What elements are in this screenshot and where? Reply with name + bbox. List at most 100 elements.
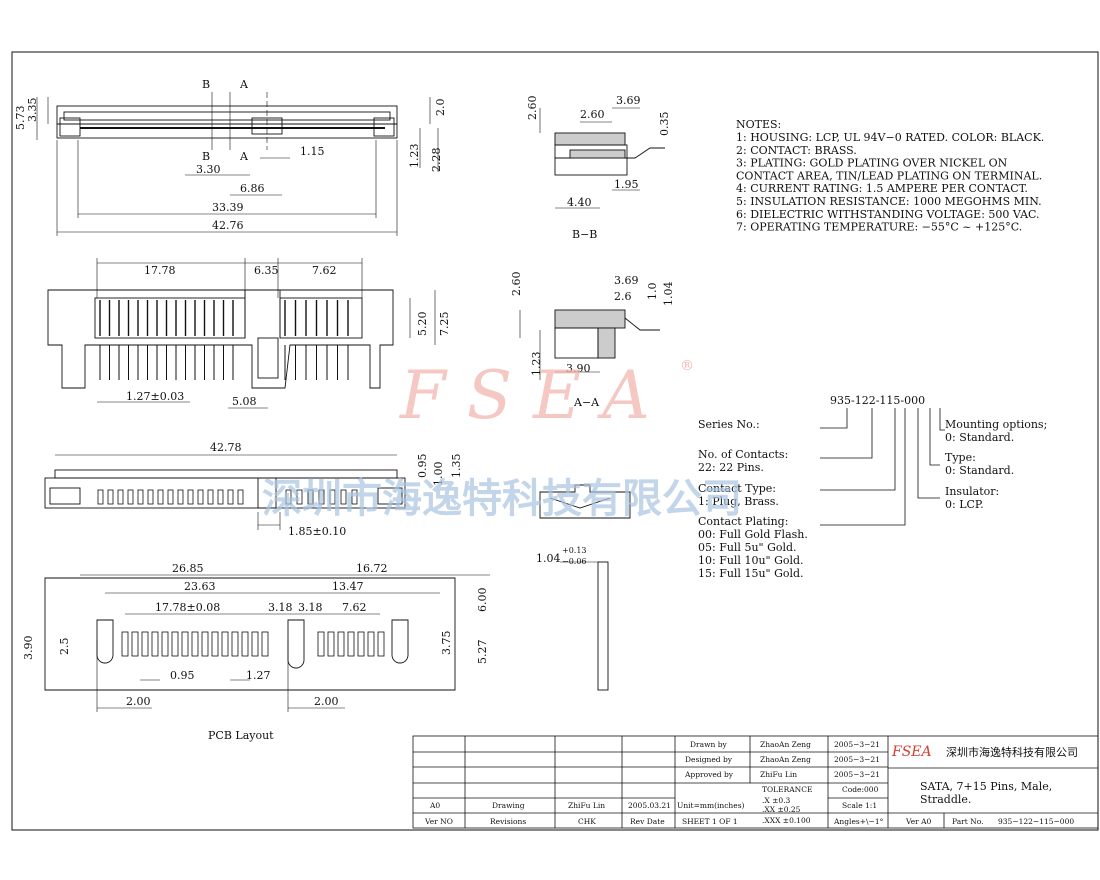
section-b-bottom: B bbox=[202, 150, 210, 163]
dim-bottom-100: 1.00 bbox=[432, 462, 445, 487]
dim-top-573: 5.73 bbox=[14, 106, 27, 131]
pcb-pad bbox=[347, 631, 355, 657]
dim-pcb-527: 5.27 bbox=[476, 640, 489, 665]
watermark-reg: ® bbox=[680, 358, 694, 374]
tb-drawn-name: ZhaoAn Zeng bbox=[760, 740, 811, 749]
tb-drawn-date: 2005−3−21 bbox=[834, 740, 880, 749]
bottom-contact bbox=[237, 489, 244, 505]
tb-rev-a0: A0 bbox=[429, 801, 440, 810]
tb-company: 深圳市海逸特科技有限公司 bbox=[946, 745, 1078, 759]
tb-h-verno: Ver NO bbox=[424, 817, 453, 826]
notes-title: NOTES: bbox=[736, 118, 781, 131]
dim-top-335: 3.35 bbox=[26, 98, 39, 123]
pcb-pad bbox=[121, 631, 129, 657]
dim-aa-26: 2.6 bbox=[614, 290, 632, 303]
part-plating-1: 00: Full Gold Flash. bbox=[698, 528, 808, 541]
tb-tolerance-title: TOLERANCE bbox=[762, 785, 812, 794]
dim-top-330: 3.30 bbox=[196, 163, 221, 176]
pcb-pad bbox=[181, 631, 189, 657]
bottom-contact bbox=[296, 489, 303, 505]
part-contacts-l: No. of Contacts: bbox=[698, 448, 788, 461]
top-view bbox=[36, 92, 439, 236]
watermark-brand: F S E A bbox=[399, 357, 650, 434]
bottom-contact bbox=[167, 489, 174, 505]
dim-front-508: 5.08 bbox=[232, 395, 257, 408]
bottom-contact bbox=[227, 489, 234, 505]
dim-aa-104: 1.04 bbox=[662, 282, 675, 307]
bottom-contact bbox=[187, 489, 194, 505]
dim-pcb-127: 1.27 bbox=[246, 669, 271, 682]
dim-front-520: 5.20 bbox=[416, 312, 429, 337]
tb-part-label: Part No. bbox=[952, 817, 984, 826]
part-code: 935-122-115-000 bbox=[830, 394, 925, 407]
tb-code: Code:000 bbox=[842, 785, 879, 794]
dim-pcb-095: 0.95 bbox=[170, 669, 195, 682]
part-type-l: Type: bbox=[945, 451, 976, 464]
dim-pcb-2363: 23.63 bbox=[184, 580, 216, 593]
notes-list: 1: HOUSING: LCP, UL 94V−0 RATED. COLOR: … bbox=[736, 131, 1044, 234]
dim-aa-369: 3.69 bbox=[614, 274, 639, 287]
dim-aa-390: 3.90 bbox=[566, 362, 591, 375]
pcb-layout bbox=[44, 574, 490, 712]
tb-tolerance-3: .XXX ±0.100 bbox=[762, 816, 811, 825]
dim-pcb-200a: 2.00 bbox=[126, 695, 151, 708]
bottom-contact bbox=[127, 489, 134, 505]
section-aa-label: A−A bbox=[573, 396, 600, 409]
bottom-contact bbox=[351, 489, 358, 505]
dim-top-3339: 33.39 bbox=[212, 201, 244, 214]
tb-units: Unit=mm(inches) bbox=[677, 801, 745, 810]
tb-approved-date: 2005−3−21 bbox=[834, 770, 880, 779]
tb-rev-drawing: Drawing bbox=[492, 801, 525, 810]
dim-pcb-600: 6.00 bbox=[476, 588, 489, 613]
bottom-contact bbox=[117, 489, 124, 505]
tb-designed-date: 2005−3−21 bbox=[834, 755, 880, 764]
tb-designed-name: ZhaoAn Zeng bbox=[760, 755, 811, 764]
part-plating-2: 05: Full 5u" Gold. bbox=[698, 541, 797, 554]
tb-logo: FSEA bbox=[891, 744, 932, 760]
part-contacts-v: 22: 22 Pins. bbox=[698, 461, 764, 474]
tb-approved-name: ZhiFu Lin bbox=[760, 770, 797, 779]
pcb-pad bbox=[357, 631, 365, 657]
sheet-border bbox=[11, 51, 1099, 831]
bottom-contact bbox=[318, 489, 325, 505]
dim-bb-260h: 2.60 bbox=[526, 96, 539, 121]
dim-bottom-4278: 42.78 bbox=[210, 441, 242, 454]
tb-sheet: SHEET 1 OF 1 bbox=[682, 817, 738, 826]
part-insulator-l: Insulator: bbox=[945, 485, 999, 498]
pcb-layout-label: PCB Layout bbox=[208, 729, 274, 742]
pcb-pad bbox=[211, 631, 219, 657]
pcb-pad bbox=[367, 631, 375, 657]
bottom-contact bbox=[177, 489, 184, 505]
part-leaders bbox=[820, 408, 945, 526]
dim-pcb-762: 7.62 bbox=[342, 601, 367, 614]
tb-angles: Angles+\−1° bbox=[833, 817, 884, 826]
tb-tolerance-1: .X ±0.3 bbox=[762, 796, 791, 805]
dim-top-228: 2.28 bbox=[430, 148, 443, 173]
dim-pcb-1347: 13.47 bbox=[332, 580, 364, 593]
pcb-pad bbox=[131, 631, 139, 657]
pcb-pad bbox=[221, 631, 229, 657]
tb-h-revisions: Revisions bbox=[490, 817, 526, 826]
tb-rev-date: 2005.03.21 bbox=[628, 801, 671, 810]
dim-pcb-318b: 3.18 bbox=[298, 601, 323, 614]
dim-bottom-095: 0.95 bbox=[416, 454, 429, 479]
part-plating-3: 10: Full 10u" Gold. bbox=[698, 554, 804, 567]
tb-approved-label: Approved by bbox=[684, 770, 734, 779]
note-line: 5: INSULATION RESISTANCE: 1000 MEGOHMS M… bbox=[736, 195, 1042, 208]
tb-drawn-label: Drawn by bbox=[690, 740, 728, 749]
part-ctype-v: 1: Plug, Brass. bbox=[698, 495, 779, 508]
tb-title-1: SATA, 7+15 Pins, Male, bbox=[920, 780, 1052, 793]
bottom-contact bbox=[97, 489, 104, 505]
section-b-top: B bbox=[202, 78, 210, 91]
pcb-pad bbox=[241, 631, 249, 657]
dim-pcb-375: 3.75 bbox=[440, 631, 453, 656]
tb-tolerance-2: .XX ±0.25 bbox=[762, 805, 801, 814]
dim-bb-035: 0.35 bbox=[658, 112, 671, 137]
part-plating-4: 15: Full 15u" Gold. bbox=[698, 567, 804, 580]
dim-top-123: 1.23 bbox=[408, 144, 421, 169]
dim-bb-369: 3.69 bbox=[616, 94, 641, 107]
part-series: Series No.: bbox=[698, 418, 760, 431]
pcb-pad bbox=[141, 631, 149, 657]
tb-scale: Scale 1:1 bbox=[842, 801, 877, 810]
